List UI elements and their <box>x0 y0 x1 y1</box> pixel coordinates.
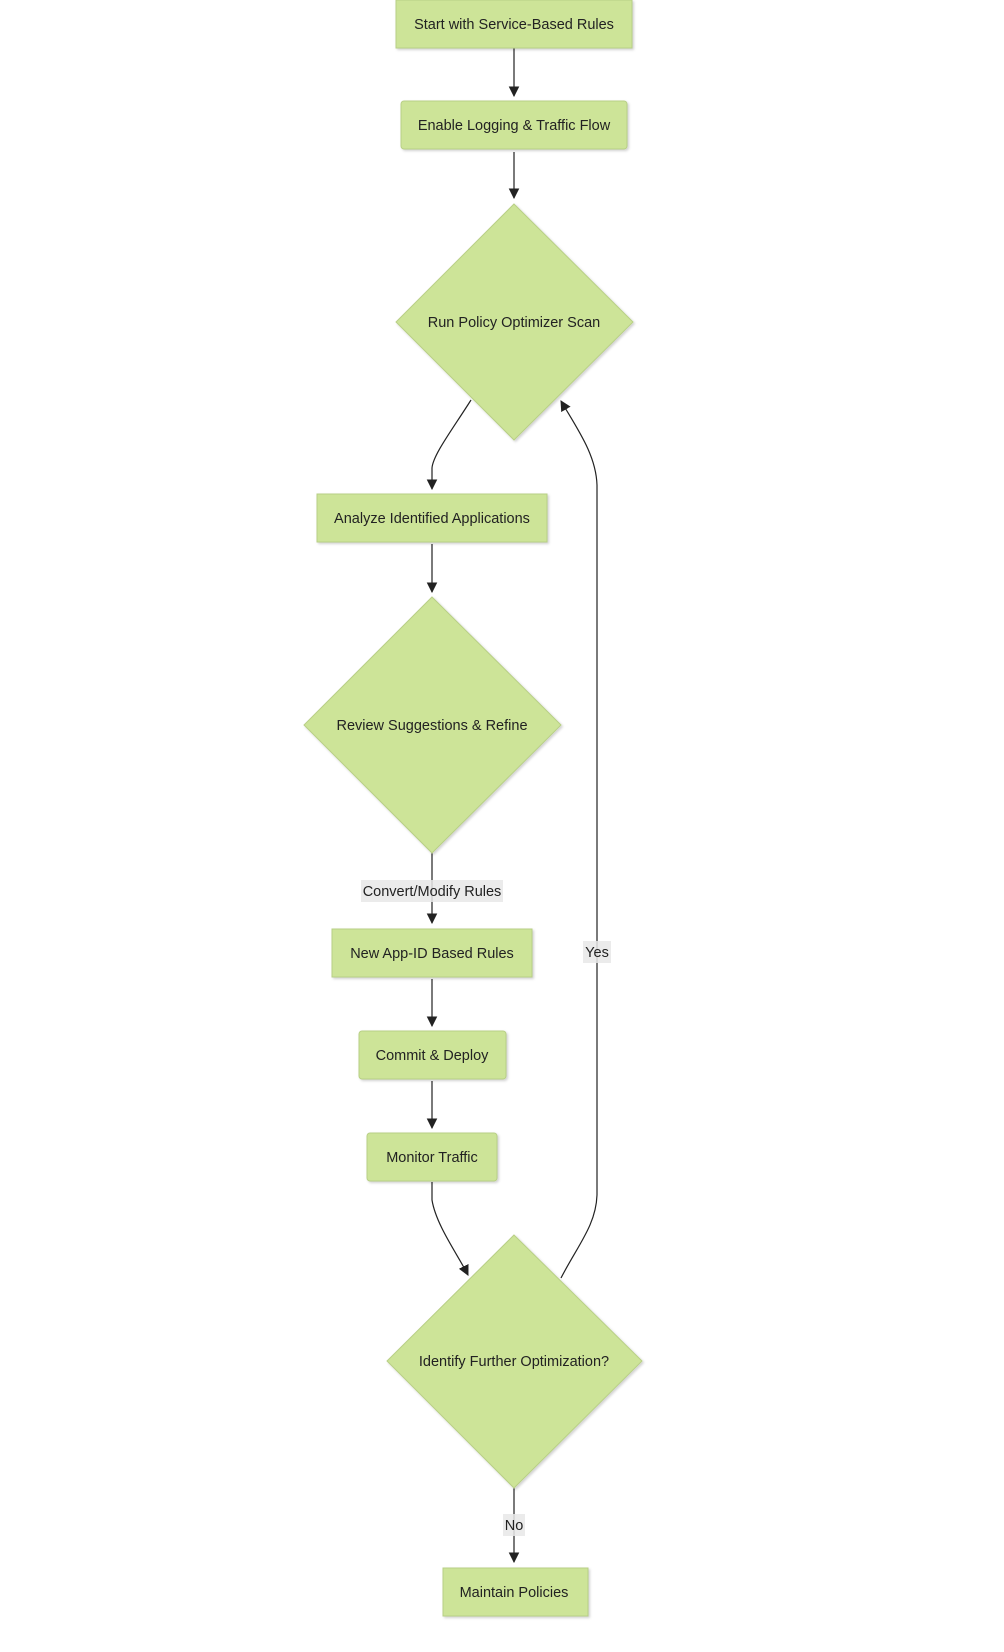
node-review-decision: Review Suggestions & Refine <box>303 596 562 854</box>
edge-label-convert-text: Convert/Modify Rules <box>363 884 502 900</box>
edge-monitor-to-identify <box>431 1182 469 1276</box>
edge-label-no: No <box>503 1514 525 1536</box>
node-monitor: Monitor Traffic <box>366 1132 498 1182</box>
node-monitor-label: Monitor Traffic <box>386 1150 478 1166</box>
edge-label-no-text: No <box>505 1518 524 1534</box>
node-analyze-label: Analyze Identified Applications <box>334 511 530 527</box>
node-scan-label: Run Policy Optimizer Scan <box>428 315 600 331</box>
node-new-rules-label: New App-ID Based Rules <box>350 946 514 962</box>
node-maintain: Maintain Policies <box>442 1567 589 1617</box>
node-commit: Commit & Deploy <box>358 1030 507 1080</box>
edge-scan-to-analyze <box>426 399 472 491</box>
node-maintain-label: Maintain Policies <box>460 1585 569 1601</box>
node-identify-decision: Identify Further Optimization? <box>386 1234 643 1489</box>
node-identify-label: Identify Further Optimization? <box>419 1354 609 1370</box>
node-analyze: Analyze Identified Applications <box>316 493 548 543</box>
node-start: Start with Service-Based Rules <box>395 0 633 49</box>
node-commit-label: Commit & Deploy <box>376 1048 490 1064</box>
node-start-label: Start with Service-Based Rules <box>414 17 614 33</box>
node-new-rules: New App-ID Based Rules <box>331 928 533 978</box>
edge-identify-to-scan-yes <box>560 400 598 1279</box>
node-scan-decision: Run Policy Optimizer Scan <box>395 203 634 441</box>
edge-label-yes: Yes <box>583 941 611 963</box>
node-logging-label: Enable Logging & Traffic Flow <box>418 118 611 134</box>
node-logging: Enable Logging & Traffic Flow <box>400 100 628 150</box>
edge-label-convert: Convert/Modify Rules <box>361 880 503 902</box>
edge-label-yes-text: Yes <box>585 945 609 961</box>
node-review-label: Review Suggestions & Refine <box>336 718 527 734</box>
